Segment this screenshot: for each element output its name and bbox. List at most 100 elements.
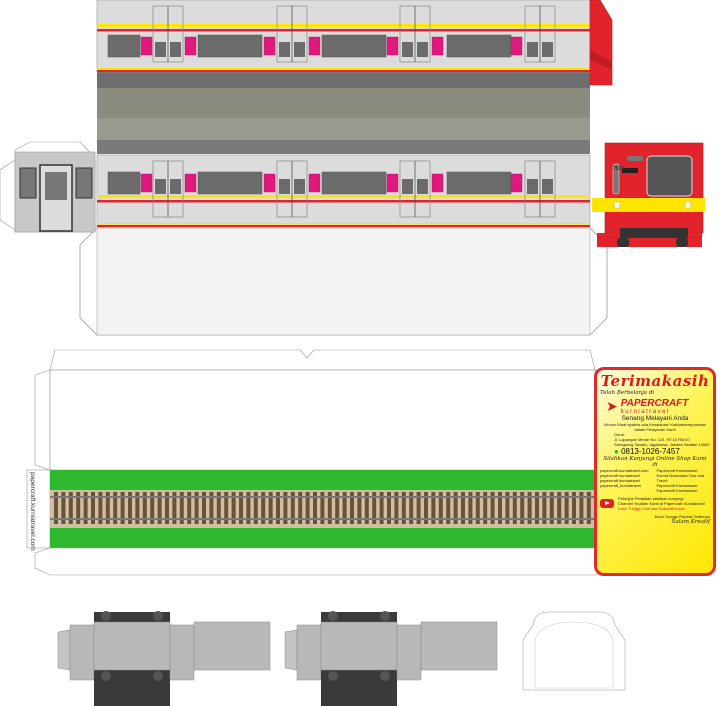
shop-link[interactable]: papercraft kurniatravel bbox=[600, 473, 640, 478]
sleeper bbox=[342, 492, 347, 524]
greeting: Senang Melayani Anda bbox=[621, 415, 689, 422]
sleeper bbox=[120, 492, 125, 524]
apology: Mohon Maaf apabila ada Kesalahan/ Ketida… bbox=[604, 422, 706, 432]
yellow-stripe bbox=[97, 68, 590, 70]
front-cap-top bbox=[589, 0, 613, 86]
door-window bbox=[417, 42, 428, 57]
poster bbox=[263, 173, 276, 193]
sleeper bbox=[105, 492, 110, 524]
poster bbox=[140, 173, 153, 193]
sleeper bbox=[461, 492, 465, 524]
yellow-stripe bbox=[97, 195, 590, 198]
wheel bbox=[380, 671, 390, 681]
car-side-panel bbox=[96, 0, 591, 73]
wheel bbox=[380, 611, 390, 621]
shop-link[interactable]: papercraft.kurniatravel.com bbox=[600, 468, 649, 473]
window bbox=[321, 171, 387, 195]
sleeper bbox=[564, 492, 569, 524]
red-stripe bbox=[97, 29, 590, 32]
sleeper bbox=[468, 492, 473, 524]
sleeper bbox=[298, 492, 303, 524]
door-window bbox=[279, 179, 290, 194]
sleeper bbox=[483, 492, 488, 524]
card-title: Terimakasih bbox=[600, 372, 710, 390]
door-window bbox=[279, 42, 290, 57]
youtube-section: Petunjuk Perakitan silahkan kunjungi Cha… bbox=[600, 496, 710, 511]
yellow-stripe bbox=[97, 24, 590, 27]
sleeper bbox=[438, 492, 443, 524]
brand-logo: ➤ PAPERCRAFT kurniatravel bbox=[606, 398, 710, 415]
sleeper bbox=[505, 492, 510, 524]
window bbox=[446, 34, 512, 58]
window bbox=[107, 34, 141, 58]
poster bbox=[184, 173, 197, 193]
whatsapp-icon: ● bbox=[614, 447, 619, 456]
red-stripe bbox=[97, 200, 590, 203]
youtube-line: Channel Youtube Kami di Papercraft Kurni… bbox=[618, 501, 705, 506]
floor-piece bbox=[79, 227, 608, 336]
window bbox=[197, 171, 263, 195]
sleeper bbox=[409, 492, 414, 524]
door-window bbox=[417, 179, 428, 194]
sleeper bbox=[490, 492, 495, 524]
sleeper bbox=[187, 492, 192, 524]
sleeper bbox=[54, 492, 58, 524]
sleeper bbox=[475, 492, 480, 524]
sleeper bbox=[113, 492, 118, 524]
red-stripe bbox=[97, 225, 590, 227]
window bbox=[197, 34, 263, 58]
side-url-left: papercraft.kurniatravel.com bbox=[29, 472, 36, 551]
sleeper bbox=[416, 492, 421, 524]
sleeper bbox=[276, 492, 280, 524]
shop-link[interactable]: Papercraft Kurniatravel bbox=[656, 468, 698, 473]
window bbox=[321, 34, 387, 58]
sleeper bbox=[549, 492, 554, 524]
bogie-piece bbox=[57, 611, 271, 706]
sleeper bbox=[194, 492, 199, 524]
poster bbox=[184, 36, 197, 56]
shop-link[interactable]: Kurnia Nusantara Tour and Travel bbox=[656, 473, 705, 483]
sleeper bbox=[165, 492, 169, 524]
card-subtitle: Telah Berbelanja di bbox=[600, 390, 655, 396]
train-number: 7021 bbox=[613, 166, 625, 172]
shop-link[interactable]: papercraft kurniatravel bbox=[600, 478, 640, 483]
sleeper bbox=[142, 492, 147, 524]
shop-link[interactable]: papercraft_kurniatravel bbox=[600, 483, 641, 488]
sleeper bbox=[401, 492, 406, 524]
wheel bbox=[101, 611, 111, 621]
rear-end-piece bbox=[0, 141, 96, 233]
door-window bbox=[542, 179, 553, 194]
shop-link[interactable]: Papercraft Kurniatravel bbox=[656, 488, 698, 493]
sleeper bbox=[542, 492, 547, 524]
thank-you-card: Terimakasih Telah Berbelanja di ➤ PAPERC… bbox=[594, 367, 716, 576]
youtube-icon bbox=[600, 499, 614, 508]
door-window bbox=[402, 179, 413, 194]
sleeper bbox=[327, 492, 332, 524]
poster bbox=[140, 36, 153, 56]
sleeper bbox=[335, 492, 340, 524]
sleeper bbox=[239, 492, 243, 524]
sleeper bbox=[253, 492, 258, 524]
sleeper bbox=[586, 492, 591, 524]
car-side-panel bbox=[96, 154, 591, 228]
yellow-stripe bbox=[97, 223, 590, 225]
end-cap-piece bbox=[522, 611, 626, 691]
sleeper bbox=[350, 492, 354, 524]
sleeper bbox=[61, 492, 66, 524]
closing: Salam Kreatif bbox=[671, 519, 710, 525]
shop-link[interactable]: Papercraft Kurniatravel bbox=[656, 483, 698, 488]
front-face bbox=[592, 142, 705, 247]
poster bbox=[431, 173, 444, 193]
sleeper bbox=[431, 492, 436, 524]
wheel bbox=[101, 671, 111, 681]
door-window bbox=[170, 179, 181, 194]
poster bbox=[510, 173, 523, 193]
sleeper bbox=[498, 492, 502, 524]
poster bbox=[386, 36, 399, 56]
door-window bbox=[294, 42, 305, 57]
sleeper bbox=[179, 492, 184, 524]
youtube-line: Kami Tunggu Like dan Subscribe-nya bbox=[618, 506, 685, 511]
poster bbox=[308, 173, 321, 193]
shop-heading: Silahkan Kunjungi Online Shop Kami di bbox=[603, 456, 707, 468]
